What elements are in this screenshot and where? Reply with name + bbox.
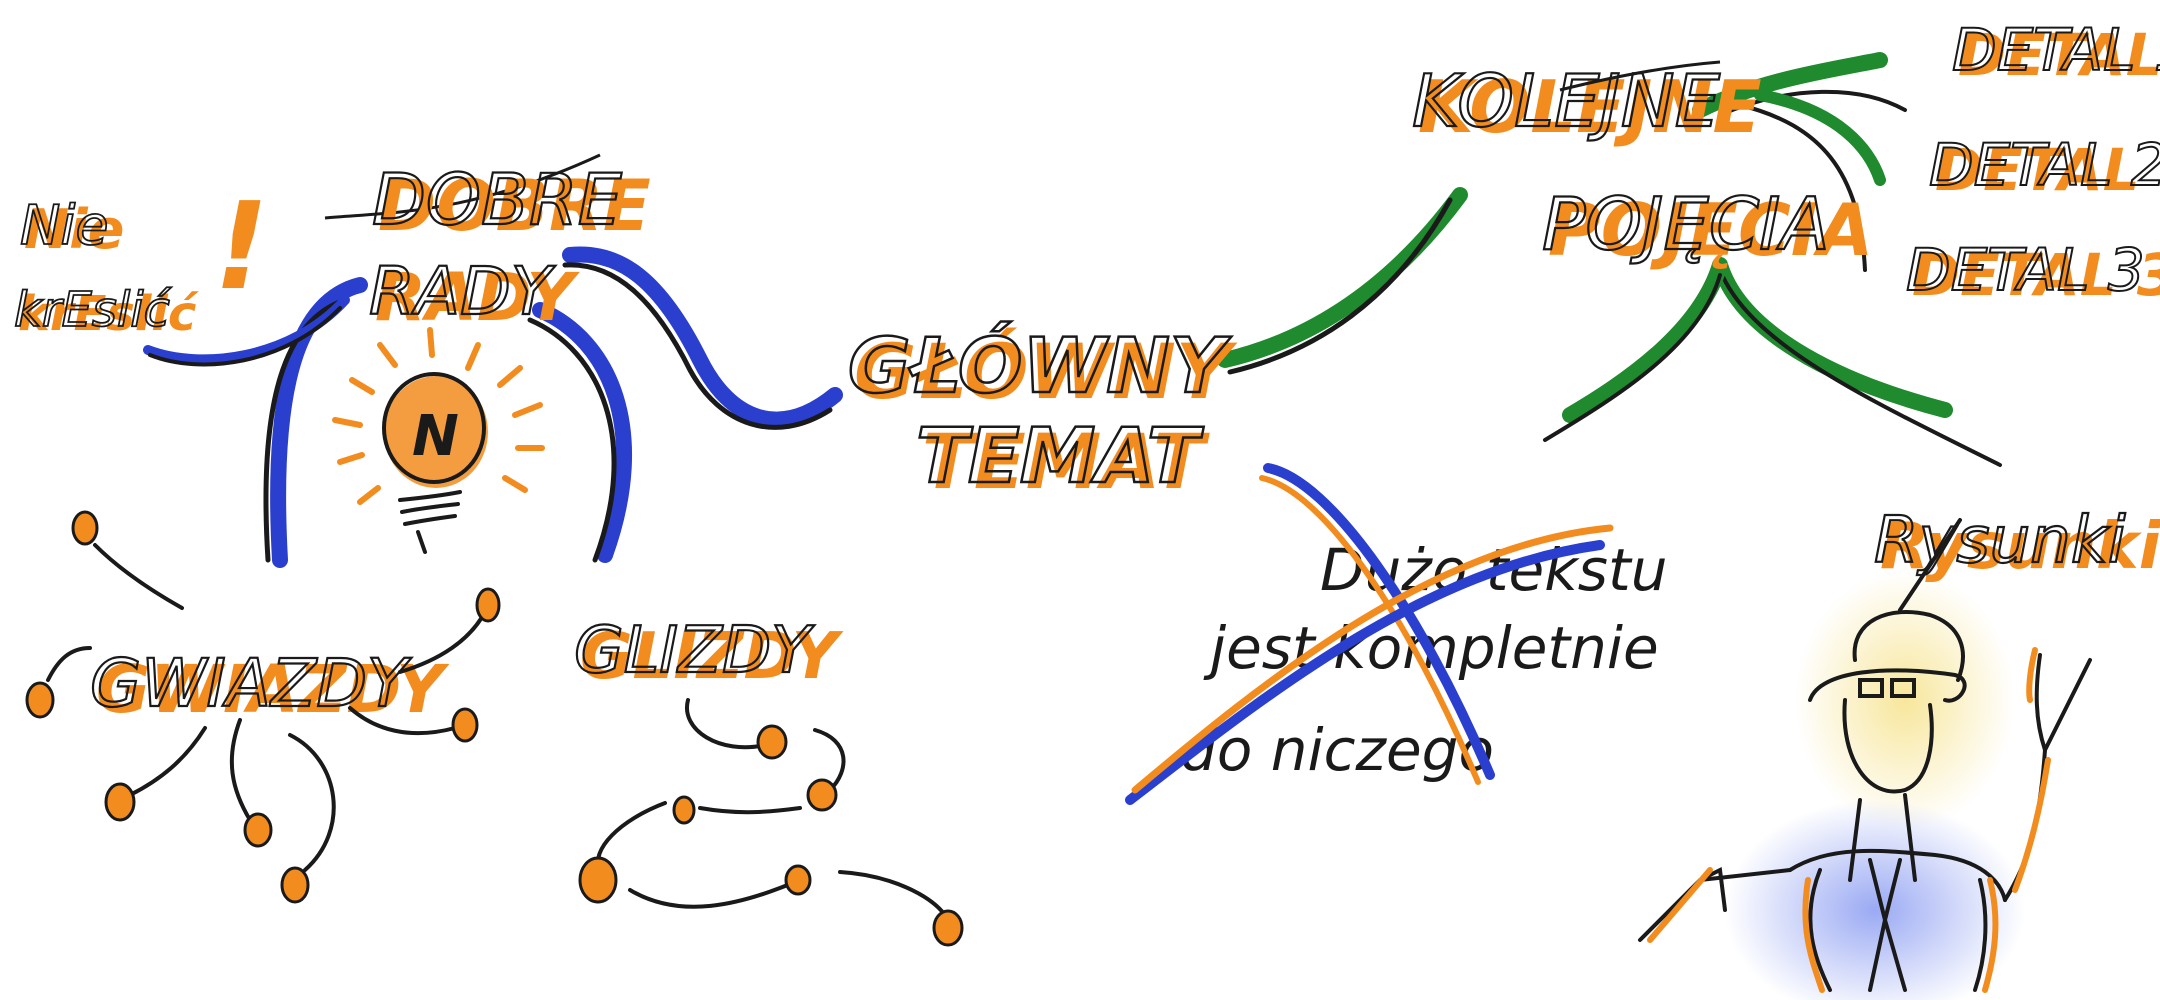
exclamation-mark: ! <box>214 178 269 317</box>
worms-label-shadow: GLIZDY <box>580 620 844 694</box>
lightbulb-icon: N <box>332 327 545 554</box>
warning-line2-ink: krEslić <box>14 282 172 338</box>
branch-to-stars <box>527 302 633 563</box>
warning-line2: krEslić <box>18 286 199 342</box>
detail-3: DETAL 3 <box>1906 236 2145 304</box>
concepts-line2: POJĘCIA <box>1542 182 1830 266</box>
branch-to-tips <box>143 277 368 568</box>
details-list: DETAL 1 DETAL 1 DETAL 2 DETAL 2 DETAL 3 … <box>1905 15 2160 309</box>
branch-to-drawings <box>1543 257 2002 467</box>
crossed-out-note: Dużo tekstu jest kompletnie do niczego <box>1125 463 1668 805</box>
drawings-label: Rysunki <box>1874 504 2126 578</box>
tips-line2: RADY <box>369 253 556 330</box>
tips-line1: DOBRE <box>372 159 623 241</box>
detail-2-shadow: DETAL 2 <box>1935 136 2160 204</box>
detail-1: DETAL 1 <box>1952 16 2160 84</box>
concepts-node: KOLEJNE KOLEJNE POJĘCIA POJĘCIA <box>1411 58 1873 272</box>
central-topic-line2-shadow: TEMAT <box>922 417 1210 506</box>
bulb-letter: N <box>412 404 459 469</box>
stars-node: GWIAZDY GWIAZDY <box>25 510 501 904</box>
branch-main-left <box>562 246 843 430</box>
branch-to-details <box>1692 52 1907 272</box>
concepts-line2-shadow: POJĘCIA <box>1548 188 1873 272</box>
tips-line2-shadow: RADY <box>375 259 581 336</box>
central-topic-line1: GŁÓWNY <box>848 320 1232 410</box>
tips-node: DOBRE DOBRE RADY RADY <box>324 153 651 336</box>
worms-node: GLIZDY GLIZDY <box>573 613 964 947</box>
detail-2: DETAL 2 <box>1929 131 2160 199</box>
central-topic: GŁÓWNY GŁÓWNY TEMAT TEMAT <box>847 319 1238 506</box>
person-figure-icon <box>1638 518 2092 1000</box>
concepts-line1: KOLEJNE <box>1412 59 1721 143</box>
detail-3-shadow: DETAL 3 <box>1912 241 2160 309</box>
stars-label: GWIAZDY <box>90 645 412 722</box>
worms-label: GLIZDY <box>574 614 815 688</box>
tips-line1-shadow: DOBRE <box>378 165 651 247</box>
concepts-line1-shadow: KOLEJNE <box>1418 65 1762 149</box>
central-topic-line2: TEMAT <box>916 411 1204 500</box>
branch-main-right <box>1217 187 1468 375</box>
warning-line1: Nie <box>24 198 124 261</box>
warning-line1-ink: Nie <box>20 194 109 257</box>
central-topic-line1-shadow: GŁÓWNY <box>854 326 1238 416</box>
warning-note: Nie Nie krEslić krEslić ! <box>13 178 269 342</box>
stars-label-shadow: GWIAZDY <box>96 651 450 728</box>
detail-1-shadow: DETAL 1 <box>1958 21 2160 89</box>
